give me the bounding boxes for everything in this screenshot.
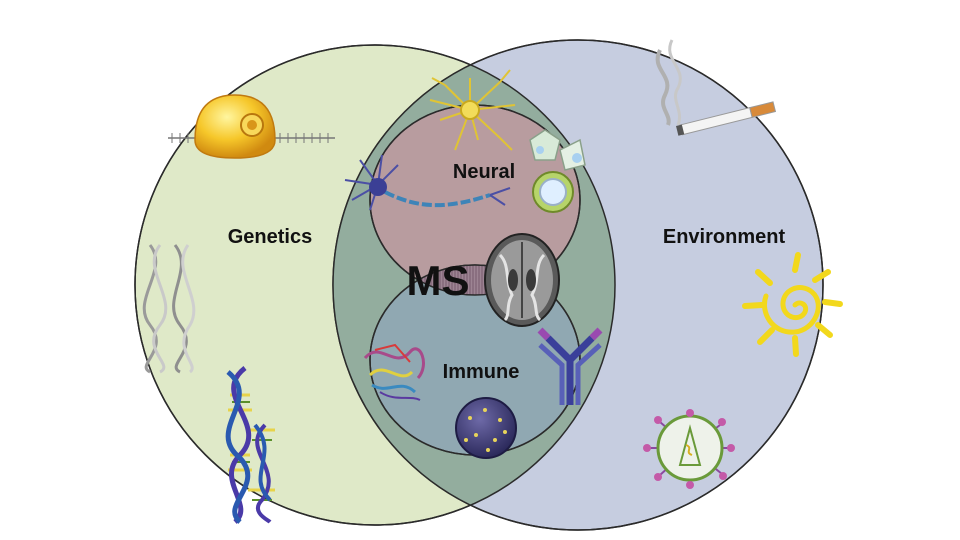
neuron-icon	[344, 154, 511, 211]
neural-label: Neural	[453, 161, 515, 183]
environment-label: Environment	[663, 226, 786, 248]
dna-double-helix-color-icon	[225, 366, 275, 524]
immune-label: Immune	[443, 361, 520, 383]
ms-label: MS	[407, 257, 470, 304]
immune-cell-icon	[455, 397, 517, 459]
virus-icon	[643, 409, 735, 489]
sun-icon	[742, 252, 843, 357]
protein-structure-icon	[363, 343, 425, 401]
brain-mri-icon	[484, 233, 560, 327]
neural-cells-icon	[529, 129, 586, 213]
antibody-icon	[537, 327, 603, 405]
cell-with-dna-strand-icon	[168, 94, 335, 159]
genetics-label: Genetics	[228, 226, 312, 248]
dna-double-helix-grey-icon	[142, 244, 196, 374]
cigarette-smoke-icon	[655, 39, 777, 136]
astrocyte-neuron-icon	[429, 69, 516, 151]
